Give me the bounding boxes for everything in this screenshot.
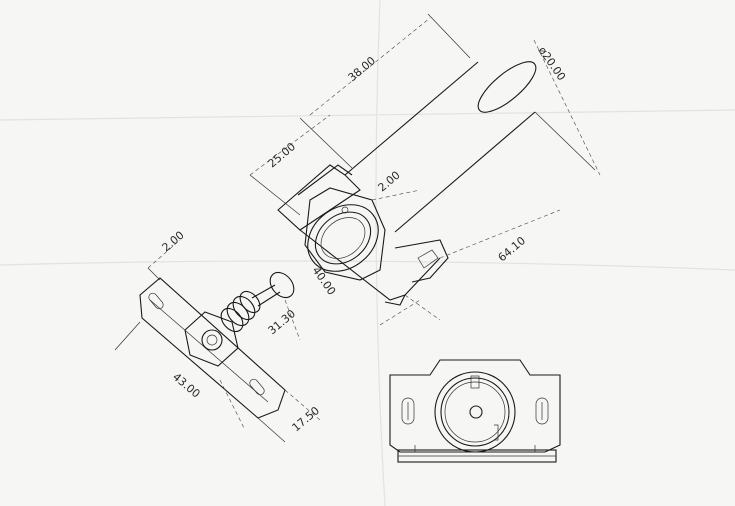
dim-flange-height: 40.00 (310, 264, 339, 297)
dim-flange-offset: 25.00 (266, 140, 298, 170)
dim-tube-length: 38.00 (346, 54, 378, 84)
dim-overall-length: 64.10 (496, 234, 528, 264)
dim-wall-thickness-top: 2.00 (376, 169, 403, 195)
tube-assembly (277, 61, 537, 306)
dim-plate-thickness: 2.00 (160, 229, 187, 255)
pin-plate-assembly (139, 271, 295, 419)
front-view (389, 359, 561, 463)
pin-dimension-lines (114, 239, 321, 443)
tube-dimension-lines (249, 13, 601, 326)
dim-tube-diameter: ø20.00 (536, 44, 569, 83)
spring (220, 290, 261, 333)
dim-plate-width: 17.50 (290, 404, 322, 434)
dim-plate-length: 43.00 (170, 370, 202, 400)
